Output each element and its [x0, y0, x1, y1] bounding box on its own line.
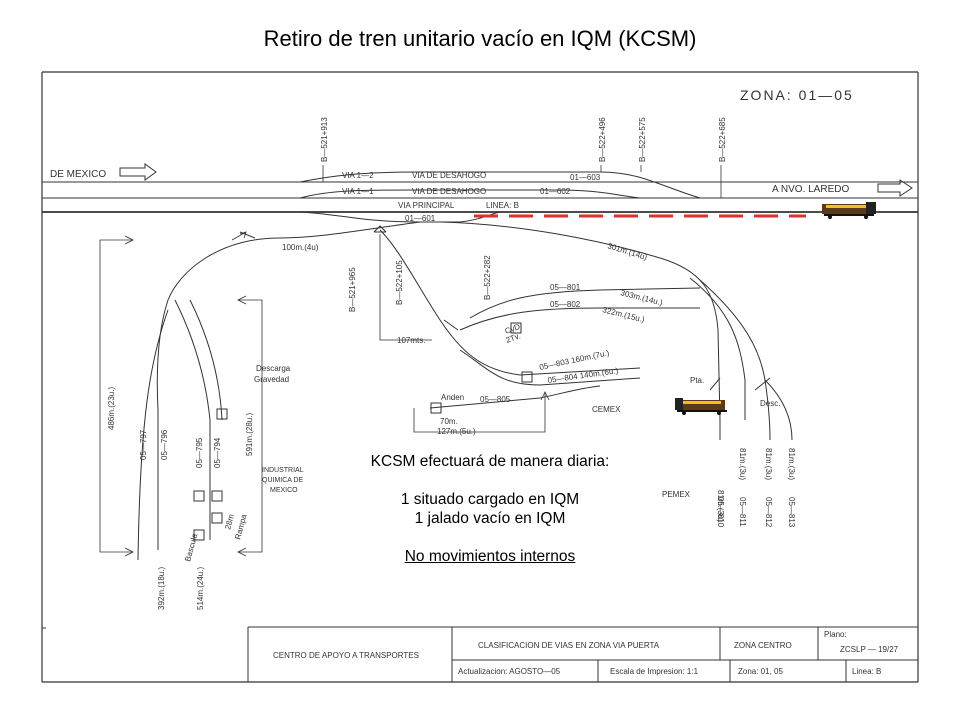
dim-70m-label: 70m. [440, 417, 458, 426]
track-01-601-label: 01—601 [405, 214, 436, 223]
track-05-797-label: 05—797 [139, 429, 148, 460]
title-block-text: CENTRO DE APOYO A TRANSPORTES CLASIFICAC… [273, 630, 899, 676]
km-521-965-label: B—521+965 [348, 267, 357, 312]
track-05-812-label: 05—812 [764, 497, 773, 528]
note-line-1: KCSM efectuará de manera diaria: [370, 453, 610, 470]
linea-block-label: Linea: B [852, 667, 881, 676]
actualizacion-label: Actualizacion: AGOSTO—05 [458, 667, 561, 676]
plano-value: ZCSLP — 19/27 [840, 645, 899, 654]
locomotive-main-line [822, 202, 876, 219]
via-principal-label: VIA PRINCIPAL [398, 201, 455, 210]
dim-28m-label: 28m [223, 513, 236, 531]
escala-label: Escala de Impresion: 1:1 [610, 667, 699, 676]
clasificacion-label: CLASIFICACION DE VIAS EN ZONA VIA PUERTA [478, 641, 660, 650]
title-block [247, 626, 918, 682]
track-05-805-label: 05—805 [480, 395, 511, 404]
dim-591m-label: 591m.(28u.) [245, 413, 254, 456]
direction-arrows [119, 163, 913, 197]
via-desahogo-2-label: VIA DE DESAHOGO [412, 187, 486, 196]
de-mexico-label: DE MEXICO [50, 169, 106, 180]
via-desahogo-1-label: VIA DE DESAHOGO [412, 171, 486, 180]
track-01-603-label: 01—603 [570, 173, 601, 182]
desc-label: Desc. [760, 399, 780, 408]
a-nvo-laredo-label: A NVO. LAREDO [772, 184, 849, 195]
pemex-label: PEMEX [662, 490, 691, 499]
page-title: Retiro de tren unitario vacío en IQM (KC… [263, 26, 697, 51]
gravedad-label: Gravedad [254, 375, 289, 384]
dim-81m-b-label: 81m.(3u) [738, 448, 747, 480]
operations-note: KCSM efectuará de manera diaria: 1 situa… [340, 452, 640, 566]
dim-486m-label: 486m.(23u.) [107, 387, 116, 430]
via-1-2-label: VIA 1—2 [342, 171, 374, 180]
switch-markers [193, 225, 771, 541]
linea-b-label: LINEA: B [486, 201, 519, 210]
track-05-796-label: 05—796 [160, 429, 169, 460]
dimension-lines [99, 231, 550, 557]
km-522-496-label: B—522+496 [598, 117, 607, 162]
dim-303m-label: 303m.(14u.) [620, 288, 664, 307]
km-522-282-label: B—522+282 [483, 255, 492, 300]
km-521-913-label: B—521+913 [320, 117, 329, 162]
km-ticks [322, 165, 722, 198]
plano-label: Plano: [824, 630, 847, 639]
zona-block-label: Zona: 01, 05 [738, 667, 783, 676]
via-1-1-label: VIA 1—1 [342, 187, 374, 196]
branch-tracks [137, 221, 793, 561]
pta-label: Pta. [690, 376, 704, 385]
zona-label: ZONA: 01—05 [740, 87, 854, 103]
dim-81m-d-label: 81m.(3u) [787, 448, 796, 480]
anden-label: Anden [441, 393, 464, 402]
dim-81m-c-label: 81m.(3u) [764, 448, 773, 480]
locomotive-pemex-spur [675, 398, 727, 415]
km-522-105-label: B—522+105 [395, 260, 404, 305]
dim-301m-label: 301m.(14u) [606, 241, 648, 262]
industrial-1-label: INDUSTRIAL [262, 467, 304, 474]
track-01-602-label: 01—602 [540, 187, 571, 196]
track-05-813-label: 05—813 [787, 497, 796, 528]
zona-centro-label: ZONA CENTRO [734, 641, 792, 650]
industrial-3-label: MEXICO [270, 487, 298, 494]
dim-514m-label: 514m.(24u.) [196, 567, 205, 610]
track-05-811-label: 05—811 [738, 497, 747, 527]
km-posts: B—521+913 B—522+496 B—522+575 B—522+685 … [320, 117, 727, 312]
dim-100m-label: 100m.(4u) [282, 243, 319, 252]
industrial-2-label: QUIMICA DE [262, 477, 304, 484]
centro-label: CENTRO DE APOYO A TRANSPORTES [273, 651, 419, 660]
track-05-802-label: 05—802 [550, 300, 581, 309]
dim-81m-a-label: 81m.(3u) [716, 490, 725, 522]
descarga-label: Descarga [256, 364, 291, 373]
track-05-810-label: 05—810 [716, 497, 725, 528]
dim-107mts-label: 107mts. [397, 336, 425, 345]
drawing-frame [41, 71, 919, 683]
track-05-794-label: 05—794 [213, 437, 222, 468]
bascula-label: Bascula [183, 532, 199, 562]
km-522-575-label: B—522+575 [638, 117, 647, 162]
note-line-3: 1 jalado vacío en IQM [414, 510, 566, 527]
dim-127m-label: 127m.(5u.) [437, 427, 476, 436]
dim-392m-label: 392m.(18u.) [157, 567, 166, 610]
cemex-label: CEMEX [592, 405, 621, 414]
track-05-801-label: 05—801 [550, 283, 581, 292]
note-line-4: No movimientos internos [404, 548, 576, 565]
km-522-685-label: B—522+685 [718, 117, 727, 162]
track-05-795-label: 05—795 [195, 437, 204, 468]
note-line-2: 1 situado cargado en IQM [400, 491, 580, 508]
